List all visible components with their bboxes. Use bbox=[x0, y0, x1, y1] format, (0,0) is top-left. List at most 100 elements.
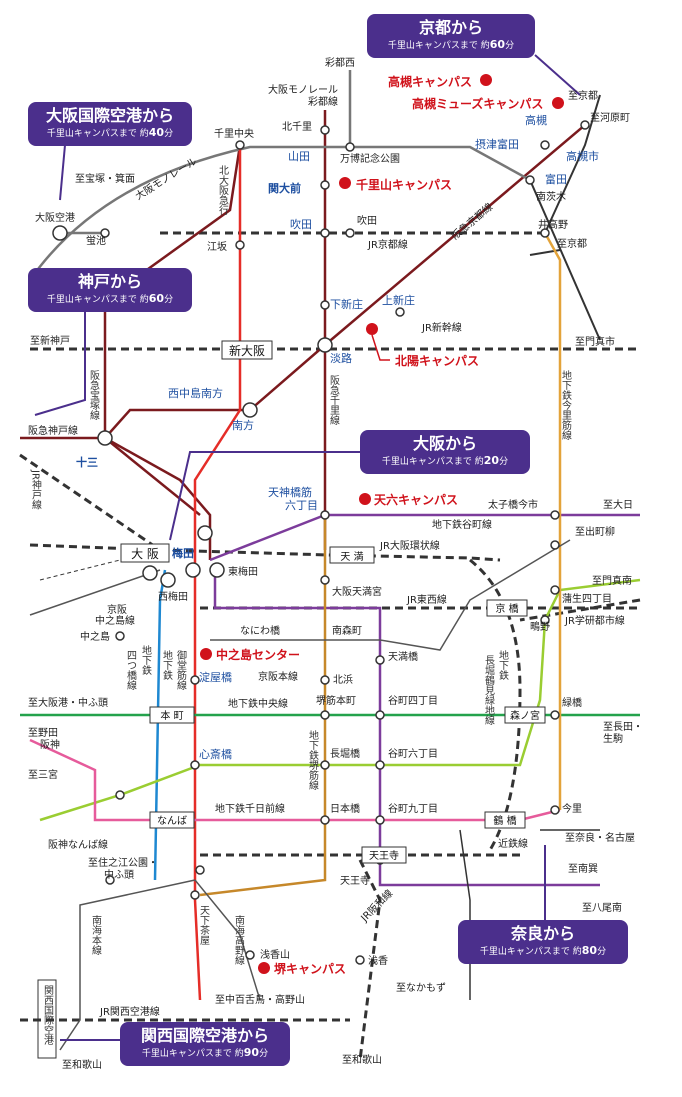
label-nishi-umeda: 西梅田 bbox=[158, 590, 188, 603]
label-minami-morimachi: 南森町 bbox=[332, 624, 362, 637]
callout-kobe-sub: 千里山キャンパスまで 約60分 bbox=[46, 292, 174, 305]
station-osaka bbox=[142, 565, 158, 581]
campus-marker-tenroku bbox=[359, 493, 371, 505]
station-asakayama bbox=[245, 950, 255, 960]
station-suita bbox=[320, 228, 330, 238]
label-imazato: 今里 bbox=[562, 802, 582, 815]
label-nakanoshima: 中之島 bbox=[80, 630, 110, 643]
station-midoribashi bbox=[550, 710, 560, 720]
station-tanimachi4 bbox=[375, 710, 385, 720]
callout-nara-title: 奈良から bbox=[510, 924, 575, 943]
label-shigino: 鴫野 bbox=[530, 620, 550, 633]
campus-marker-sakai bbox=[258, 962, 270, 974]
callout-itami-title: 大阪国際空港から bbox=[45, 106, 174, 125]
label-suita-blue: 吹田 bbox=[290, 218, 312, 231]
label-to-nara: 至奈良・名古屋 bbox=[565, 831, 635, 844]
label-to-nagata: 至長田・ bbox=[603, 721, 643, 733]
label-hanshin2: 阪神 bbox=[40, 738, 60, 751]
imazatosuji-line bbox=[543, 232, 562, 810]
label-to-kyoto: 至京都 bbox=[568, 89, 598, 102]
label-juso: 十三 bbox=[76, 455, 98, 469]
label-to-dainichi: 至大日 bbox=[603, 498, 633, 511]
label-to-yao: 至八尾南 bbox=[582, 901, 622, 914]
nankai-main bbox=[59, 879, 196, 1051]
label-jr-hanwa: JR阪和線 bbox=[357, 887, 395, 925]
station-shinjo bbox=[320, 300, 330, 310]
label-keihan-nakanoshima-1: 京阪 bbox=[107, 603, 127, 616]
vlabel-kansai-airport: 関西国際空港 bbox=[42, 985, 54, 1045]
station-tanimachi9 bbox=[375, 815, 385, 825]
station-tenroku bbox=[320, 510, 330, 520]
sennichimae-line bbox=[29, 738, 561, 822]
vlabel-sakaisuji: 地下鉄堺筋線 bbox=[307, 729, 319, 790]
jr-kobe-line bbox=[19, 453, 161, 552]
hub-label-shin-osaka: 新大阪 bbox=[229, 343, 265, 358]
label-to-nakamozu-koya: 至中百舌鳥・高野山 bbox=[215, 993, 305, 1006]
label-asakayama: 浅香山 bbox=[260, 948, 290, 961]
label-to-shinkobe: 至新神戸 bbox=[30, 334, 70, 347]
callout-kix-sub: 千里山キャンパスまで 約90分 bbox=[141, 1046, 269, 1059]
hub-label-kyobashi: 京 橋 bbox=[495, 602, 518, 615]
label-to-nakamozu: 至なかもず bbox=[396, 982, 446, 994]
label-takarazuka-mino: 至宝塚・箕面 bbox=[75, 172, 135, 185]
kansai-airport-box bbox=[37, 979, 57, 1059]
label-tenjin: 天神橋筋 bbox=[268, 485, 312, 499]
jr-loop-east bbox=[469, 558, 522, 851]
label-settsu-tonda: 摂津富田 bbox=[475, 137, 519, 151]
callout-kix-title: 関西国際空港から bbox=[140, 1026, 269, 1045]
nagahori-line bbox=[39, 578, 641, 822]
station-gamo bbox=[550, 585, 560, 595]
vlabel-tengachaya: 天下茶屋 bbox=[198, 905, 210, 945]
station-nagahoribashi bbox=[320, 760, 330, 770]
station-kandaimae bbox=[320, 180, 330, 190]
label-midoribashi: 緑橋 bbox=[562, 696, 582, 709]
callout-kyoto-title: 京都から bbox=[418, 18, 483, 37]
sakaisuji-line bbox=[199, 515, 327, 897]
station-jr-suita bbox=[345, 228, 355, 238]
vlabel-nagahori: 長堀鶴見緑地線 bbox=[483, 655, 495, 725]
hub-tennoji bbox=[361, 846, 407, 864]
label-ibaraki: 南茨木 bbox=[536, 190, 566, 203]
station-awaji bbox=[317, 337, 333, 353]
label-sakaisuji-hommachi: 堺筋本町 bbox=[316, 694, 356, 707]
station-asaka bbox=[355, 955, 365, 965]
hub-label-osaka: 大 阪 bbox=[131, 547, 159, 561]
hub-tsuruhashi bbox=[484, 811, 526, 829]
station-settsu-tonda bbox=[540, 140, 550, 150]
label-shinsaibashi: 心斎橋 bbox=[199, 747, 232, 761]
hub-namba bbox=[149, 811, 195, 829]
hub-label-hommachi: 本 町 bbox=[160, 709, 183, 722]
hub-label-tsuruhashi: 鶴 橋 bbox=[493, 814, 516, 827]
hub-osaka bbox=[120, 543, 170, 563]
campus-label-sakai: 堺キャンパス bbox=[274, 961, 346, 976]
label-naniwabashi: なにわ橋 bbox=[240, 624, 280, 637]
hub-kyobashi bbox=[486, 599, 528, 617]
label-kandaimae: 関大前 bbox=[268, 181, 301, 195]
callout-itami-sub: 千里山キャンパスまで 約40分 bbox=[46, 126, 174, 139]
label-nishinakajima: 西中島南方 bbox=[168, 386, 223, 400]
station-sakaisuji-hommachi bbox=[320, 710, 330, 720]
label-tenmabashi: 天満橋 bbox=[388, 650, 418, 663]
label-jr-shinkansen: JR新幹線 bbox=[421, 321, 462, 334]
station-tanimachi6 bbox=[375, 760, 385, 770]
label-hanshin-namba: 阪神なんば線 bbox=[48, 838, 108, 851]
callout-kobe: 神戸から 千里山キャンパスまで 約60分 bbox=[28, 268, 192, 312]
label-saito-line: 彩都線 bbox=[308, 95, 338, 108]
label-ikoma: 生駒 bbox=[603, 732, 623, 745]
station-minamikata bbox=[242, 402, 258, 418]
label-awaji: 淡路 bbox=[330, 352, 352, 365]
label-taishi: 太子橋今市 bbox=[488, 498, 538, 511]
station-juso bbox=[97, 430, 113, 446]
campus-label-tenroku: 天六キャンパス bbox=[374, 492, 458, 507]
station-tonda bbox=[525, 175, 535, 185]
station-yodoyabashi bbox=[190, 675, 200, 685]
station-kitahama bbox=[320, 675, 330, 685]
station-imazato bbox=[550, 805, 560, 815]
label-to-wakayama: 至和歌山 bbox=[62, 1058, 102, 1071]
label-nakafuto: 中ふ頭 bbox=[104, 868, 134, 881]
callout-osaka: 大阪から 千里山キャンパスまで 約20分 bbox=[360, 430, 530, 474]
jr-hanwa-line bbox=[358, 859, 382, 1061]
hub-morinomiya bbox=[504, 706, 546, 724]
vlabel-nagahori-2: 地下鉄 bbox=[497, 649, 509, 681]
